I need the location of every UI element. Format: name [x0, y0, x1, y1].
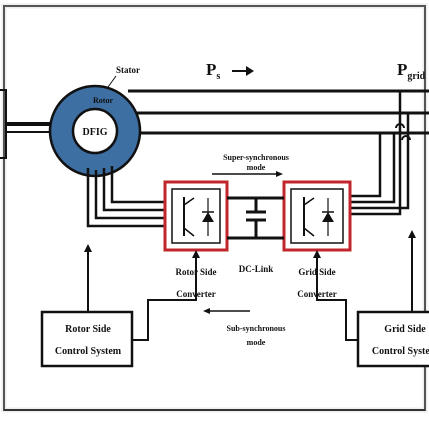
- pgrid-label: Pgrid: [397, 60, 426, 82]
- rotor-label: Rotor: [93, 96, 113, 105]
- gsc-feedback-arrowhead: [408, 230, 416, 238]
- rsc-feedback-arrowhead: [84, 244, 92, 252]
- gsc-ctrl-line1: Grid Side: [384, 324, 426, 335]
- ps-arrow: [232, 66, 254, 76]
- rsc-ctrl-line1: Rotor Side: [65, 324, 111, 335]
- dfig-generator: DFIG Rotor: [48, 84, 142, 178]
- rsc-control-feedback: [87, 246, 197, 341]
- jumper-loops: [395, 123, 411, 141]
- sub-sync-line2: mode: [247, 338, 266, 347]
- stator-pointer: [107, 75, 117, 88]
- super-sync-line1: Super-synchronous: [223, 153, 289, 162]
- generator-label: DFIG: [83, 127, 108, 138]
- rsc-ctrl-line2: Control System: [55, 346, 122, 357]
- rotor-side-converter: [163, 180, 229, 252]
- ps-label: Ps: [206, 60, 220, 82]
- grid-side-control-system: Grid Side Control System: [356, 310, 429, 368]
- gsc-gate-arrowhead: [313, 250, 321, 258]
- sub-sync-line1: Sub-synchronous: [227, 324, 286, 333]
- super-sync-arrow: [212, 171, 283, 177]
- stator-label: Stator: [116, 65, 140, 75]
- rotor-rsc-lines: [86, 166, 165, 228]
- rotor-side-control-system: Rotor Side Control System: [40, 310, 134, 368]
- dc-link: [227, 196, 284, 240]
- dc-link-label: DC-Link: [239, 264, 274, 274]
- sub-sync-arrow: [203, 308, 250, 314]
- super-sync-line2: mode: [247, 163, 266, 172]
- grid-side-converter: [282, 180, 352, 252]
- rotor-core: [71, 107, 119, 155]
- gsc-ctrl-line2: Control System: [372, 346, 429, 357]
- stator-grid-lines: [128, 89, 429, 135]
- rsc-gate-arrowhead: [192, 250, 200, 258]
- grid-side-taps: [350, 91, 410, 216]
- gsc-control-feedback: [316, 232, 413, 341]
